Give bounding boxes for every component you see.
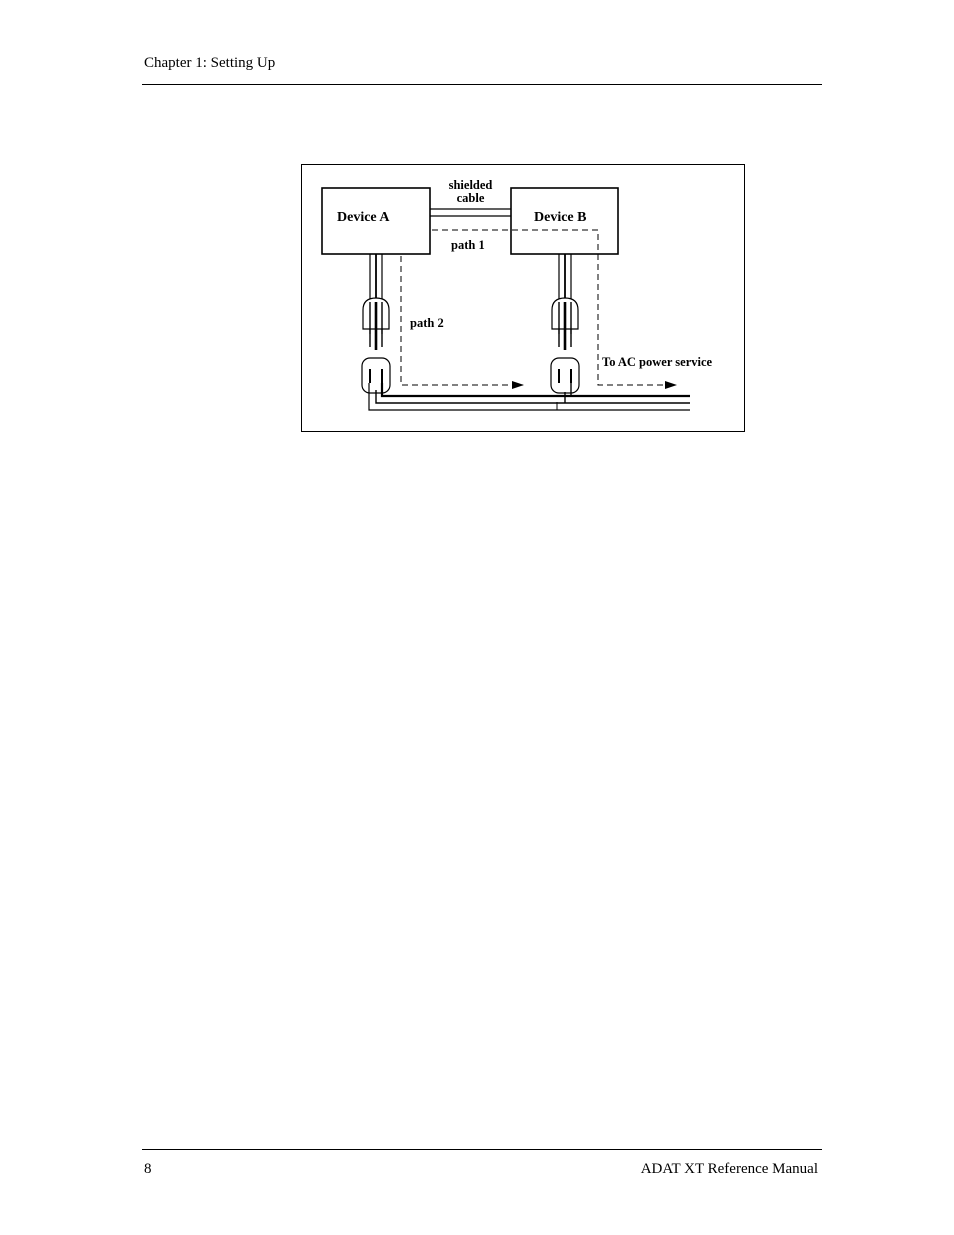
device-a-label: Device A (337, 210, 390, 225)
ac-wiring (368, 383, 690, 411)
chapter-header: Chapter 1: Setting Up (144, 55, 276, 71)
path-2-label: path 2 (410, 316, 444, 330)
ac-power-label: To AC power service (602, 355, 713, 369)
device-a-outlet-icon (361, 357, 391, 394)
device-b-label: Device B (534, 210, 586, 225)
device-a-plug-icon (362, 297, 390, 350)
diagram-canvas: Device A Device B shielded cable path 1 … (301, 164, 745, 432)
figure-frame (301, 164, 745, 432)
ground-loop-diagram: Device A Device B shielded cable path 1 … (301, 164, 745, 432)
device-b-plug-icon (551, 297, 579, 350)
page-number: 8 (144, 1161, 152, 1177)
manual-title: ADAT XT Reference Manual (640, 1161, 818, 1177)
footer-divider (142, 1149, 822, 1150)
shielded-label-line1: shielded (449, 178, 493, 192)
device-b-outlet-icon (550, 357, 580, 394)
shielded-cable (430, 208, 511, 217)
path-1-label: path 1 (451, 238, 485, 252)
path-2-line (400, 256, 524, 389)
path-1-line (432, 229, 677, 389)
header-divider (142, 84, 822, 85)
shielded-label-line2: cable (457, 191, 485, 205)
